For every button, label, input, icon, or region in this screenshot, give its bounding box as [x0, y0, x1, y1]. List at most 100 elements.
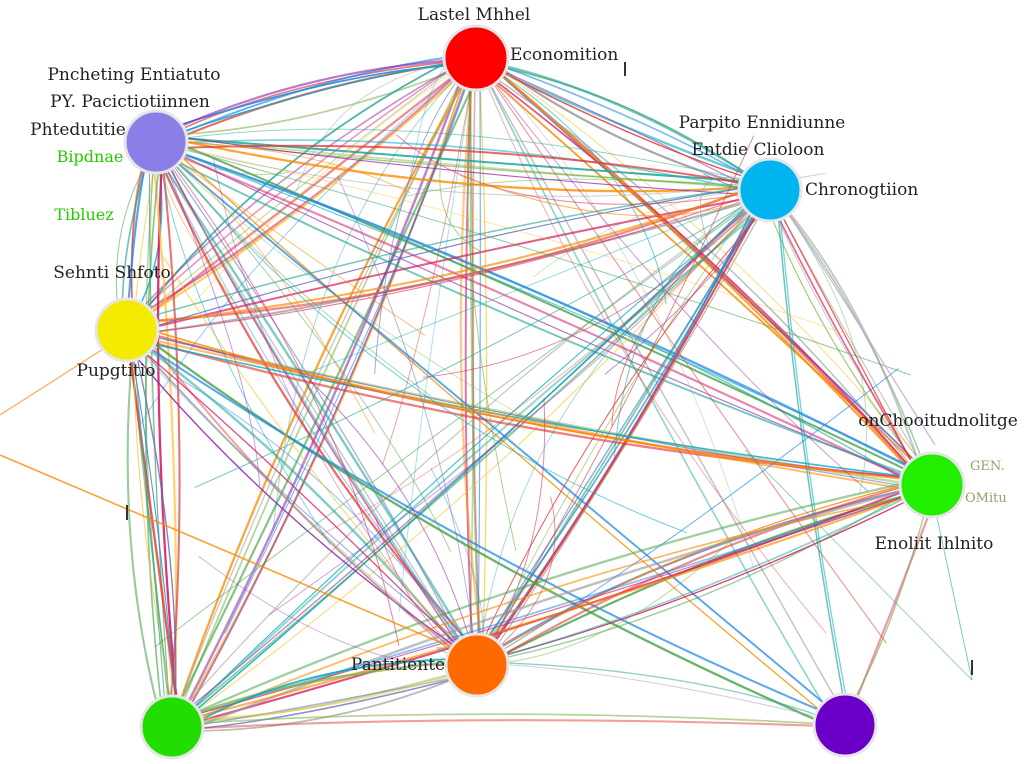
edge: [175, 479, 940, 736]
node-red: [442, 24, 510, 92]
edge: [149, 141, 933, 480]
edge: [172, 713, 848, 727]
edge: [122, 329, 846, 722]
edge: [762, 195, 928, 479]
edge: [476, 368, 899, 666]
edge: [398, 57, 477, 612]
edge: [773, 194, 929, 490]
label-red-top: Lastel Mhhel: [418, 5, 531, 25]
edge: [382, 57, 477, 465]
label-lime-2: Enoliit Ihlnito: [875, 534, 994, 554]
stray-line: [0, 454, 471, 656]
edge: [148, 143, 172, 721]
edge: [169, 191, 767, 724]
edge: [150, 132, 779, 193]
edge: [467, 65, 475, 658]
edge: [168, 487, 930, 726]
edge: [159, 145, 181, 733]
label-lavender-2: PY. Pacictiotiinnen: [50, 92, 210, 112]
edge: [296, 368, 478, 666]
edge: [149, 134, 777, 185]
edge: [127, 333, 474, 667]
edge: [839, 489, 932, 724]
edge: [148, 135, 484, 660]
edge: [406, 178, 771, 197]
edge: [469, 55, 481, 660]
edge: [464, 61, 475, 661]
edge: [466, 57, 517, 552]
label-lavender-green-2: Tibluez: [54, 205, 113, 224]
edge: [133, 49, 472, 326]
edge: [164, 491, 937, 733]
edge: [122, 333, 474, 662]
edge: [158, 146, 927, 490]
label-cyan-1: Parpito Ennidiunne: [679, 113, 846, 133]
label-yellow-1: Sehnti Shfoto: [53, 263, 170, 283]
edge: [475, 662, 847, 725]
label-lavender-green-1: Bipdnae: [57, 147, 124, 166]
label-lavender-3: Phtedutitie: [30, 120, 126, 140]
edge: [776, 182, 854, 733]
edge: [166, 669, 470, 721]
edge-layer: [115, 49, 941, 736]
edge: [268, 189, 771, 616]
edge: [482, 478, 930, 664]
edge: [483, 477, 934, 668]
edge: [476, 483, 929, 662]
edge: [126, 56, 479, 333]
edge: [272, 57, 477, 532]
edge: [475, 57, 667, 305]
edge: [176, 659, 471, 722]
edge: [155, 141, 554, 435]
edge: [152, 146, 473, 663]
label-orange: Pantitiente: [351, 655, 445, 675]
edge: [304, 189, 771, 375]
edge: [131, 184, 763, 323]
edge: [474, 63, 927, 485]
node-yellow: [94, 297, 160, 363]
edge: [468, 197, 776, 671]
label-red-right: Economition: [510, 45, 618, 65]
stray-line: [789, 214, 936, 446]
edge: [476, 195, 760, 666]
edge: [459, 174, 771, 217]
edge: [177, 477, 926, 722]
edge: [155, 141, 431, 397]
edge: [152, 144, 763, 188]
edge: [769, 189, 868, 494]
edge: [154, 58, 475, 142]
edge: [775, 185, 851, 732]
edge: [155, 141, 411, 194]
edge: [154, 189, 771, 648]
edge: [154, 58, 476, 143]
edge: [170, 190, 773, 730]
edge: [764, 188, 935, 481]
edge: [155, 141, 688, 534]
edge: [154, 57, 472, 139]
edge: [396, 134, 771, 205]
edge: [149, 64, 470, 137]
node-layer: [94, 24, 966, 760]
edge: [131, 334, 168, 732]
edge: [119, 325, 482, 659]
edge: [194, 189, 771, 489]
edge: [173, 719, 843, 731]
node-lavender: [123, 109, 189, 175]
edge: [477, 52, 488, 668]
edge: [337, 175, 478, 666]
edge: [475, 57, 887, 644]
edge: [133, 334, 927, 494]
edge: [140, 57, 477, 424]
node-purple: [812, 692, 878, 758]
edge: [473, 486, 937, 671]
edge: [176, 52, 475, 725]
label-cyan-2: Entdie Clioloon: [692, 140, 825, 160]
edge: [476, 255, 709, 666]
edge: [439, 57, 481, 252]
edge: [156, 133, 941, 487]
edge: [176, 51, 473, 723]
edge: [147, 142, 478, 659]
edge: [185, 57, 477, 313]
edge: [474, 51, 939, 485]
